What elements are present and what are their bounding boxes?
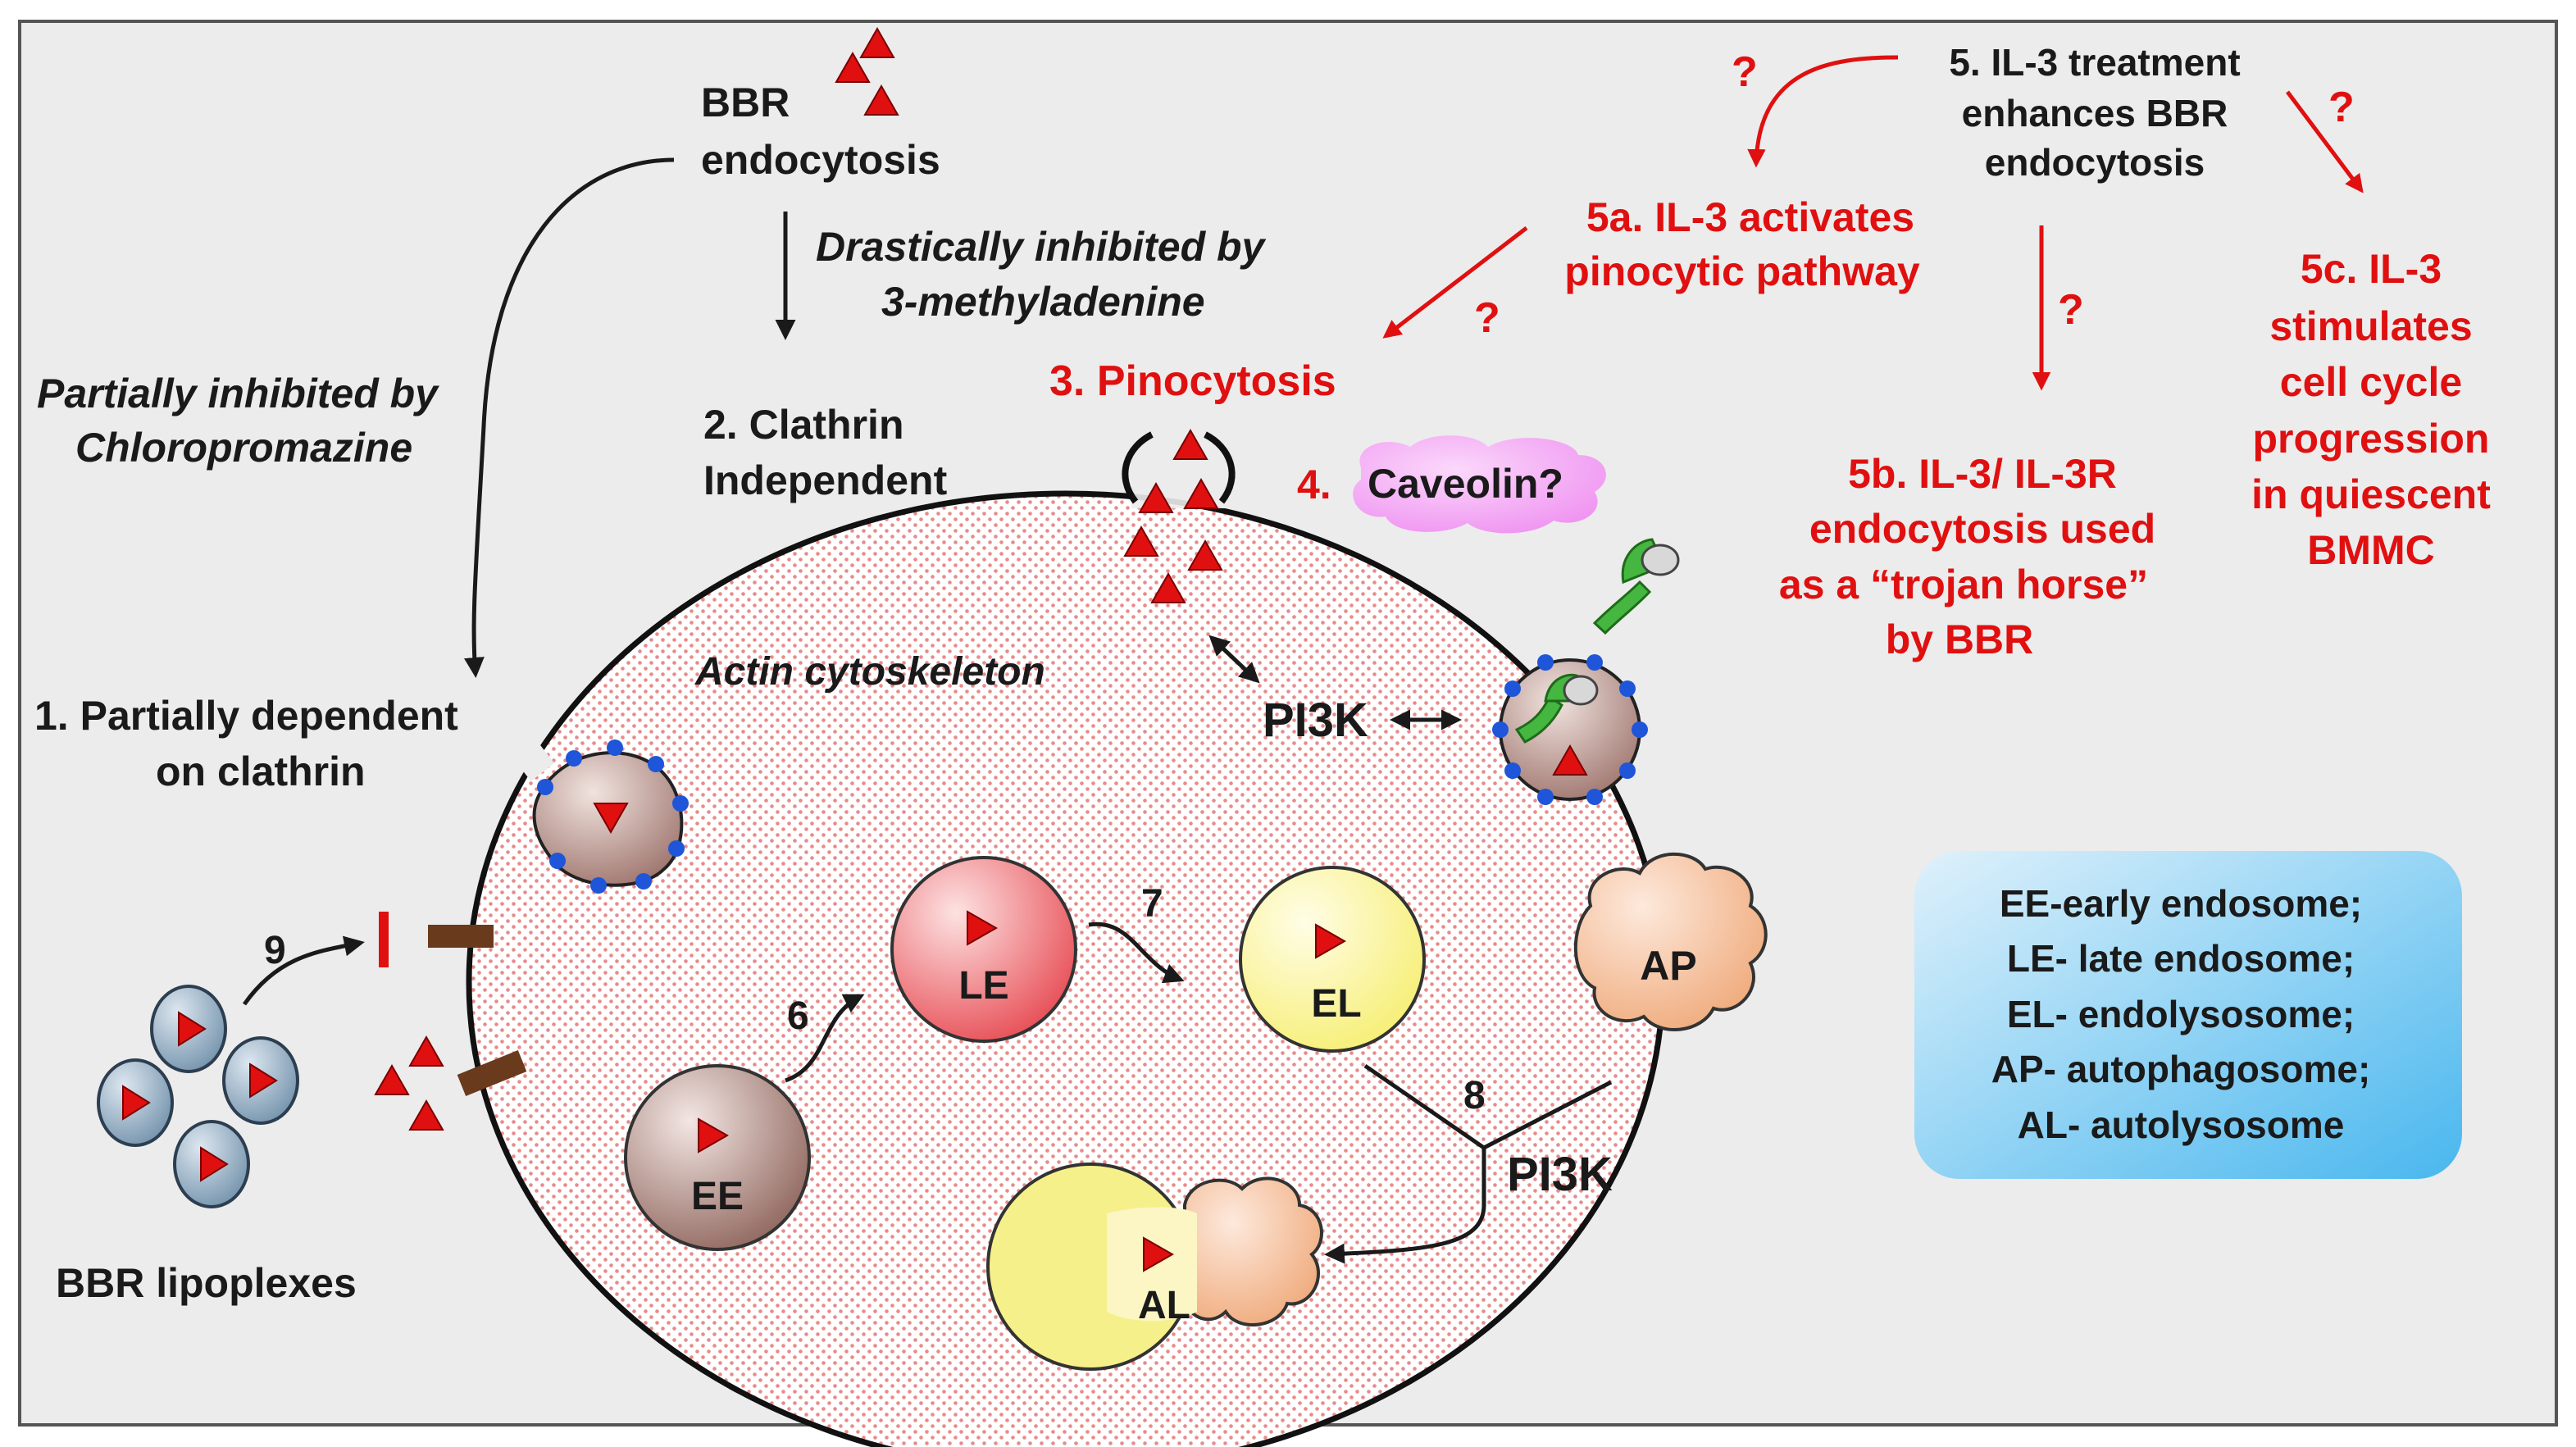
ap-label: AP xyxy=(1640,943,1696,989)
legend-box: EE-early endosome; LE- late endosome; EL… xyxy=(1914,851,2462,1179)
legend-item-al: AL- autolysosome xyxy=(2018,1103,2345,1146)
actin-label: Actin cytoskeleton xyxy=(694,650,1045,694)
clathrin-independent-line1: 2. Clathrin xyxy=(703,402,903,448)
step5-line3: endocytosis xyxy=(1985,141,2205,184)
step5b-line1: 5b. IL-3/ IL-3R xyxy=(1848,451,2117,497)
pinocytosis-triangles xyxy=(1123,428,1223,603)
step8-number: 8 xyxy=(1463,1074,1486,1117)
clathrin-coated-vesicle xyxy=(532,739,689,894)
endocytosis-label: endocytosis xyxy=(701,137,940,183)
legend-item-el: EL- endolysosome; xyxy=(2007,993,2355,1035)
arrow-pinocytosis-pi3k xyxy=(1208,635,1260,684)
inhibited-cpz-line2: Chloropromazine xyxy=(75,425,412,471)
inhibited-cpz-line1: Partially inhibited by xyxy=(37,371,439,416)
inhibited-3ma-line1: Drastically inhibited by xyxy=(816,224,1267,270)
membrane-plug-upper xyxy=(428,925,494,948)
early-endosome xyxy=(624,1064,811,1251)
arrow-5a-to-pinocytosis xyxy=(1382,226,1528,339)
caveolin-cloud xyxy=(1353,435,1606,534)
arrow-step5-to-5c xyxy=(2286,90,2364,193)
late-endosome xyxy=(890,856,1077,1043)
step5a-line2: pinocytic pathway xyxy=(1564,248,1920,294)
legend-item-ee: EE-early endosome; xyxy=(2000,882,2362,925)
caveolin-label: Caveolin? xyxy=(1368,461,1563,507)
membrane-plug-lower xyxy=(457,1050,527,1096)
bbr-triangles-top xyxy=(835,26,899,116)
lipoplexes-label: BBR lipoplexes xyxy=(56,1260,357,1306)
el-label: EL xyxy=(1311,982,1361,1026)
il3-receptor-surface xyxy=(1592,538,1680,635)
step5a-line1: 5a. IL-3 activates xyxy=(1586,194,1914,240)
clathrin-dependent-line1: 1. Partially dependent xyxy=(34,693,458,739)
pinocytic-opening xyxy=(1122,431,1236,504)
clathrin-dependent-line2: on clathrin xyxy=(156,749,366,794)
step5c-line3: cell cycle xyxy=(2280,359,2462,405)
step7-number: 7 xyxy=(1141,882,1163,926)
step5c-line5: in quiescent xyxy=(2251,471,2491,517)
step5c-line2: stimulates xyxy=(2269,303,2472,349)
arrow-step6 xyxy=(785,994,865,1083)
arrow-to-clathrin-dependent xyxy=(463,157,675,678)
endolysosome xyxy=(1239,866,1426,1053)
bbr-lipoplexes xyxy=(97,985,299,1208)
legend-item-le: LE- late endosome; xyxy=(2007,937,2355,980)
pinocytosis-label: 3. Pinocytosis xyxy=(1049,357,1336,405)
q-pinocytosis: ? xyxy=(1474,294,1500,342)
arrow-step9 xyxy=(242,935,365,1006)
bbr-triangles-entry xyxy=(374,1035,444,1131)
al-label: AL xyxy=(1138,1284,1190,1327)
arrow-step7 xyxy=(1088,921,1185,984)
arrow-step5-to-5a xyxy=(1747,55,1899,168)
arrow-to-autolysosome xyxy=(1324,1148,1486,1264)
caveolin-number: 4. xyxy=(1297,462,1331,507)
q-5b: ? xyxy=(2058,286,2084,334)
receptor-vesicle xyxy=(1492,654,1648,805)
inhibited-3ma-line2: 3-methyladenine xyxy=(881,279,1205,325)
legend-item-ap: AP- autophagosome; xyxy=(1991,1048,2371,1090)
bbr-label: BBR xyxy=(701,80,790,125)
step5b-line2: endocytosis used xyxy=(1809,506,2155,552)
step5b-line4: by BBR xyxy=(1886,617,2034,662)
le-label: LE xyxy=(958,964,1008,1008)
step5c-line4: progression xyxy=(2253,416,2490,462)
q-5a-top: ? xyxy=(1732,48,1758,96)
autophagosome xyxy=(1573,852,1768,1031)
inhibition-bar xyxy=(379,912,389,967)
ee-label: EE xyxy=(691,1175,744,1218)
autolysosome xyxy=(986,1163,1323,1371)
pi3k-bottom-label: PI3K xyxy=(1507,1148,1613,1201)
step5c-line1: 5c. IL-3 xyxy=(2301,246,2442,292)
step5b-line3: as a “trojan horse” xyxy=(1779,562,2148,607)
step5-line2: enhances BBR xyxy=(1962,92,2228,134)
q-5c: ? xyxy=(2328,84,2355,131)
step5-line1: 5. IL-3 treatment xyxy=(1949,41,2240,84)
clathrin-independent-line2: Independent xyxy=(703,457,948,503)
pi3k-top-label: PI3K xyxy=(1263,694,1368,747)
step6-number: 6 xyxy=(787,994,809,1038)
step5c-line6: BMMC xyxy=(2307,527,2435,573)
